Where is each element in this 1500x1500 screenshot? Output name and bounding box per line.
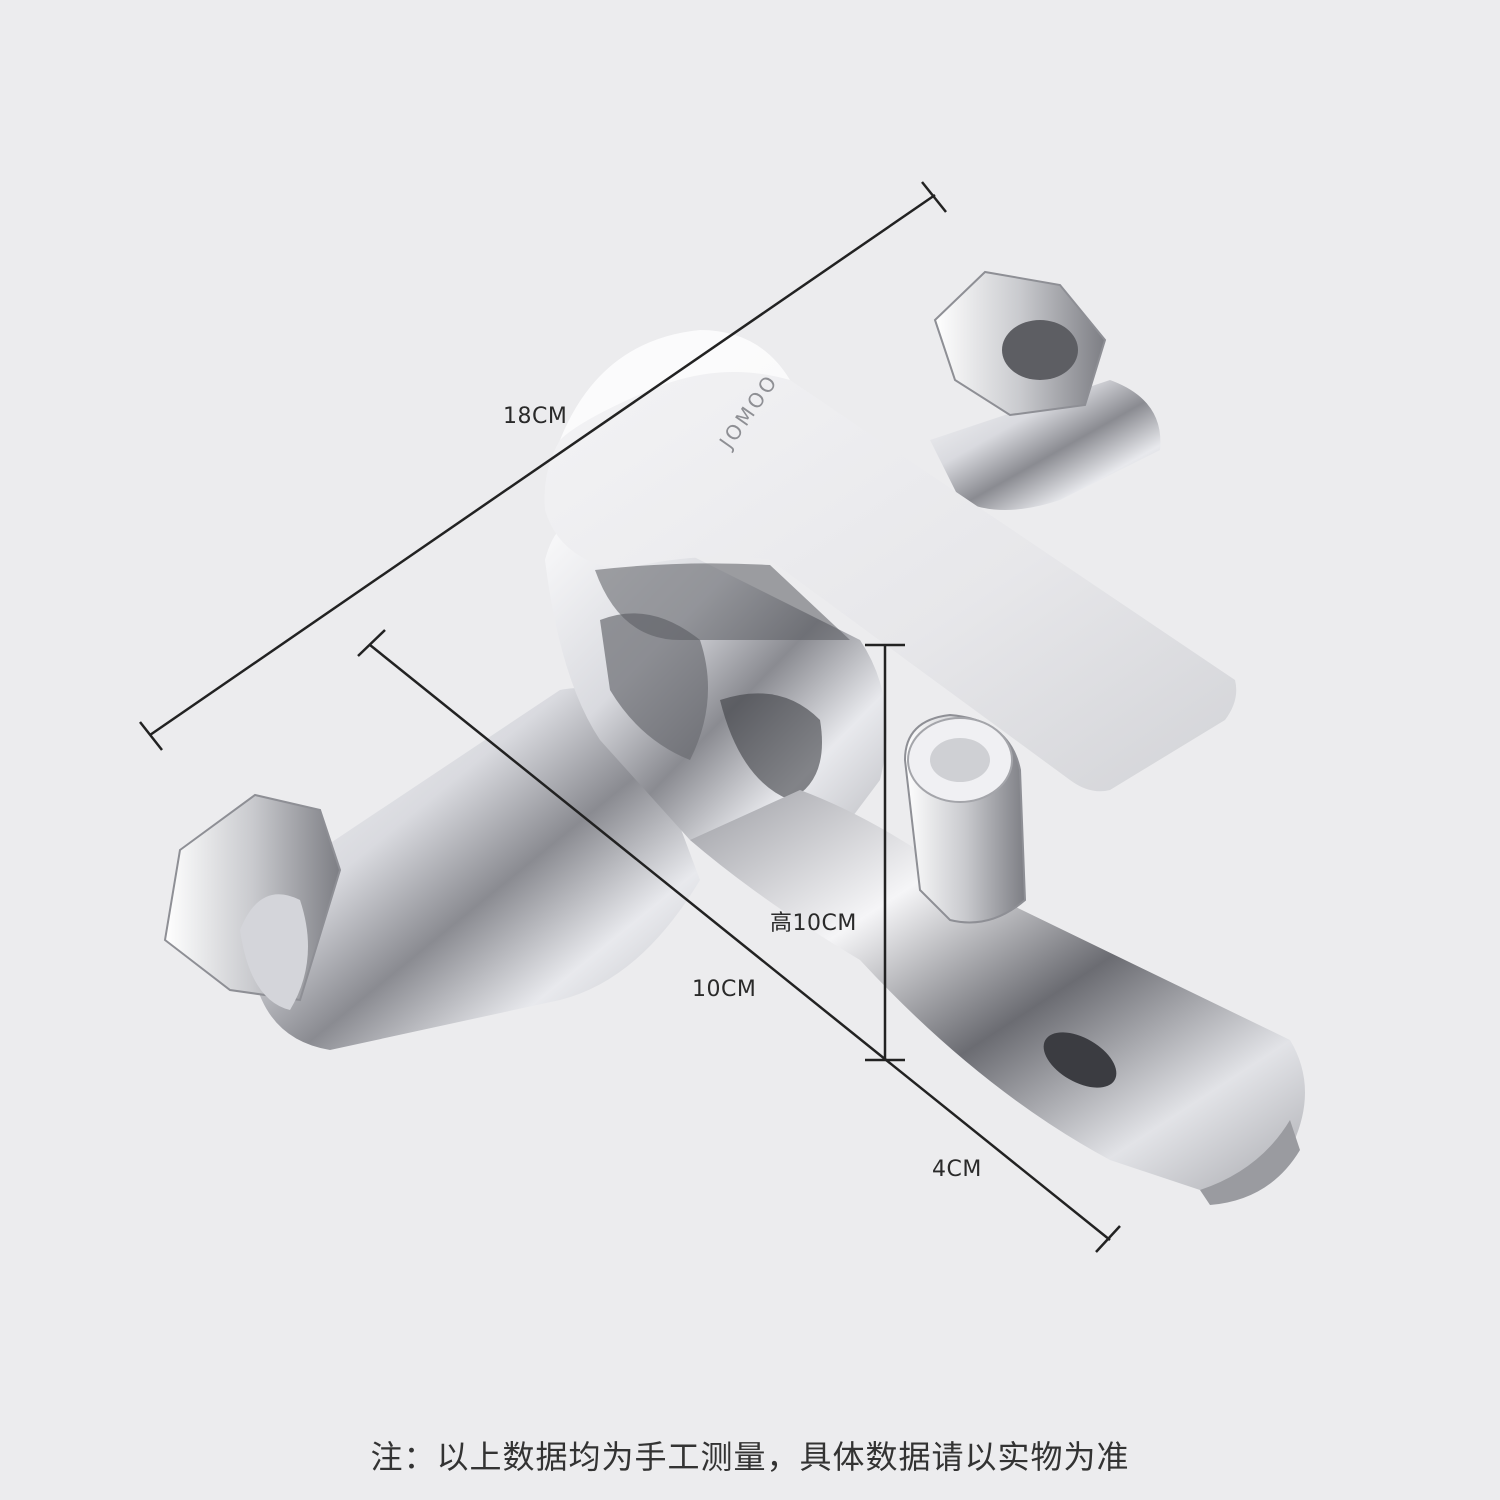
faucet-spout [690, 790, 1305, 1205]
dimension-label-length: 18CM [503, 404, 568, 429]
dimension-label-spout: 4CM [932, 1157, 982, 1182]
lever-handle [544, 330, 1237, 792]
dimension-line-length [139, 181, 947, 751]
dimension-label-height: 高10CM [770, 911, 857, 936]
measurement-disclaimer: 注：以上数据均为手工测量，具体数据请以实物为准 [370, 1438, 1130, 1476]
dimension-label-depth: 10CM [692, 977, 757, 1002]
dimension-line-height [865, 643, 905, 1062]
back-inlet-arm [930, 270, 1161, 510]
dimension-line-depth [357, 629, 1121, 1253]
diverter-knob [903, 713, 1027, 924]
left-inlet-arm [163, 688, 700, 1050]
